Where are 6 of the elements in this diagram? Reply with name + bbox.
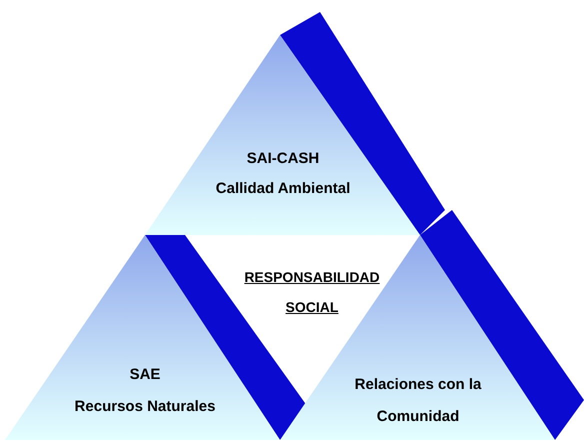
center-label: RESPONSABILIDAD SOCIAL bbox=[243, 268, 381, 317]
node-text: Callidad Ambiental bbox=[216, 179, 350, 199]
node-text: Recursos Naturales bbox=[74, 397, 216, 417]
node-text: SAE bbox=[130, 365, 160, 385]
node-text: Relaciones con la Comunidad bbox=[354, 375, 482, 427]
node-text: SAI-CASH bbox=[246, 149, 320, 169]
